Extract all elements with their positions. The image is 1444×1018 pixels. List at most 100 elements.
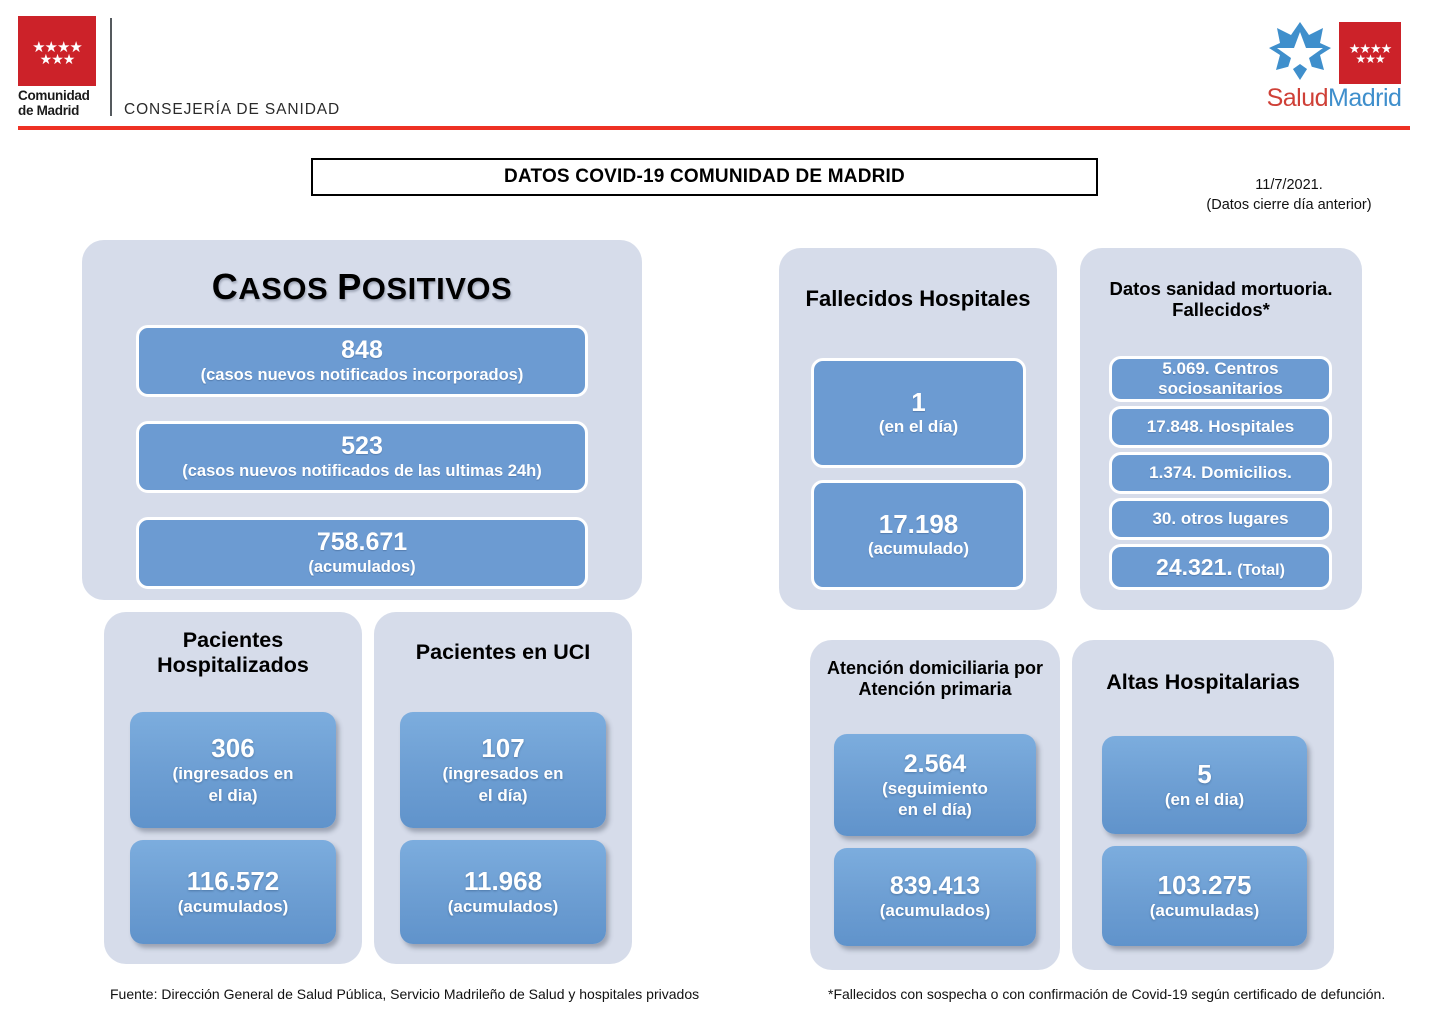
stat-box-otros-lugares: 30. otros lugares [1109,498,1332,540]
casos-title-c: C [211,266,239,307]
stat-value: 11.968 [463,865,543,896]
consejeria-label: CONSEJERÍA DE SANIDAD [124,101,341,118]
card-fallecidos-hospitales: Fallecidos Hospitales 1 (en el día) 17.1… [779,248,1057,610]
casos-title-asos: ASOS [238,271,338,306]
stat-label-line1: (acumuladas) [1149,900,1260,920]
casos-title-p: P [337,266,362,307]
salud-madrid-marks: ★★★★ ★★★ [1258,20,1410,86]
casos-title-ositivos: OSITIVOS [361,271,513,306]
report-date-block: 11/7/2021. (Datos cierre día anterior) [1164,176,1414,215]
fallecidos-hospitales-title: Fallecidos Hospitales [805,286,1031,311]
stat-box-domicilios: 1.374. Domicilios. [1109,452,1332,494]
sanidad-mortuoria-title: Datos sanidad mortuoria. Fallecidos* [1080,278,1362,321]
stat-value: 1 [911,387,926,418]
stat-line-1: 17.848. Hospitales [1146,417,1295,437]
page-header: ★★★★ ★★★ Comunidad de Madrid CONSEJERÍA … [0,0,1444,134]
comunidad-logo-text: Comunidad de Madrid [18,88,106,118]
stat-box-seguimiento-acumulados: 839.413 (acumulados) [834,848,1036,946]
stat-box-fallecidos-acumulado: 17.198 (acumulado) [811,480,1026,590]
stat-label-line1: (acumulados) [447,896,559,916]
stat-value: 839.413 [889,872,981,901]
stat-label-line1: (seguimiento [882,778,988,798]
stat-value: 523 [341,432,383,461]
stat-box-hospitalizados-dia: 306 (ingresados en el dia) [130,712,336,828]
salud-madrid-star-icon [1267,20,1333,84]
stat-box-fallecidos-dia: 1 (en el día) [811,358,1026,468]
stat-box-mortuoria-total: 24.321. (Total) [1109,544,1332,590]
stat-value: 2.564 [903,749,967,778]
stat-label: (casos nuevos notificados incorporados) [200,365,524,384]
stat-label: (en el día) [878,417,959,437]
stat-box-altas-dia: 5 (en el dia) [1102,736,1307,834]
card-pacientes-hospitalizados: Pacientes Hospitalizados 306 (ingresados… [104,612,362,964]
salud-word: Salud [1266,84,1329,112]
page-title-banner: DATOS COVID-19 COMUNIDAD DE MADRID [311,158,1098,196]
comunidad-logo-line1: Comunidad [18,88,90,103]
stat-value: 306 [211,732,255,763]
stat-label-line1: (acumulados) [879,901,991,921]
pacientes-hospitalizados-title: Pacientes Hospitalizados [104,628,362,678]
stat-line-1: 5.069. Centros [1162,359,1279,379]
stat-box-casos-nuevos-incorporados: 848 (casos nuevos notificados incorporad… [136,325,588,397]
stat-value: 103.275 [1157,869,1252,900]
altas-hospitalarias-title: Altas Hospitalarias [1106,670,1300,694]
stat-value: 116.572 [186,865,280,896]
card-sanidad-mortuoria: Datos sanidad mortuoria. Fallecidos* 5.0… [1080,248,1362,610]
title-line-2: Hospitalizados [157,652,309,677]
title-line-1: Pacientes [182,628,284,652]
report-date-note: (Datos cierre día anterior) [1206,196,1372,213]
title-line-1: Datos sanidad mortuoria. [1109,278,1333,299]
stat-box-hospitales: 17.848. Hospitales [1109,406,1332,448]
card-atencion-domiciliaria: Atención domiciliaria por Atención prima… [810,640,1060,970]
stars-bottom-row: ★★★ [39,51,76,67]
page-title: DATOS COVID-19 COMUNIDAD DE MADRID [504,166,905,187]
title-line-2: Atención primaria [858,678,1012,699]
stat-box-hospitalizados-acumulados: 116.572 (acumulados) [130,840,336,944]
stat-label-line2: en el día) [898,800,972,820]
stat-box-uci-dia: 107 (ingresados en el día) [400,712,606,828]
comunidad-de-madrid-logo: ★★★★ ★★★ Comunidad de Madrid [18,16,106,118]
footnote-asterisk: *Fallecidos con sospecha o con confirmac… [828,986,1386,1002]
total-value: 24.321. [1156,553,1233,580]
stat-label: (acumulados) [308,557,416,576]
card-casos-positivos: CASOS POSITIVOS 848 (casos nuevos notifi… [82,240,642,600]
header-vertical-divider [110,18,112,116]
stars-top-row: ★★★★ [32,39,83,56]
stat-value: 758.671 [316,528,408,557]
stat-label-line2: el dia) [208,785,258,805]
total-row: 24.321. (Total) [1156,554,1285,581]
report-date: 11/7/2021. [1255,177,1323,193]
stat-value: 848 [341,336,383,365]
stat-box-casos-nuevos-24h: 523 (casos nuevos notificados de las ult… [136,421,588,493]
stat-box-centros-sociosanitarios: 5.069. Centros sociosanitarios [1109,356,1332,402]
comunidad-logo-line2: de Madrid [18,102,80,118]
stat-box-altas-acumuladas: 103.275 (acumuladas) [1102,846,1307,946]
madrid-word: Madrid [1328,84,1402,112]
stat-line-1: 30. otros lugares [1152,509,1289,529]
salud-madrid-wordmark: SaludMadrid [1258,84,1410,113]
title-line-2: Fallecidos* [1172,299,1270,321]
header-red-rule [18,126,1410,130]
stat-value: 17.198 [878,509,959,540]
stat-box-uci-acumulados: 11.968 (acumulados) [400,840,606,944]
stat-line-1: 1.374. Domicilios. [1149,463,1292,483]
sm-stars-bottom-row: ★★★ [1355,52,1385,66]
card-pacientes-uci: Pacientes en UCI 107 (ingresados en el d… [374,612,632,964]
stat-value: 5 [1197,758,1212,789]
casos-positivos-title: CASOS POSITIVOS [82,266,642,308]
stat-label-line1: (en el dia) [1164,789,1245,809]
stat-label-line1: (ingresados en [442,764,564,784]
card-altas-hospitalarias: Altas Hospitalarias 5 (en el dia) 103.27… [1072,640,1334,970]
footnote-source: Fuente: Dirección General de Salud Públi… [110,986,700,1002]
salud-madrid-flag-icon: ★★★★ ★★★ [1339,22,1401,84]
stat-label: (acumulado) [867,539,970,559]
stat-label-line2: el día) [478,785,528,805]
pacientes-uci-title: Pacientes en UCI [415,640,591,664]
stat-line-2: sociosanitarios [1158,379,1283,398]
stat-label-line1: (acumulados) [177,896,289,916]
total-label: (Total) [1237,561,1285,579]
stat-value: 107 [481,732,525,763]
salud-madrid-logo: ★★★★ ★★★ SaludMadrid [1258,20,1410,120]
title-line-1: Atención domiciliaria por [826,658,1044,678]
stat-box-casos-acumulados: 758.671 (acumulados) [136,517,588,589]
